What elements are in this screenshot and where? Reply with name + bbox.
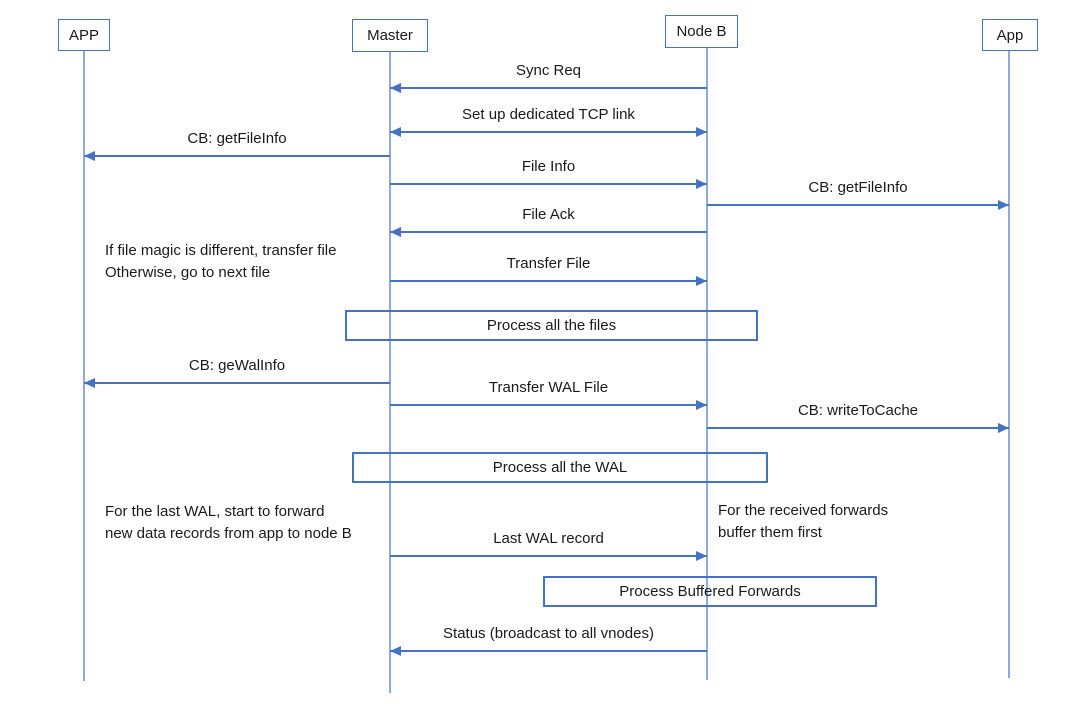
message-label: CB: geWalInfo (188, 357, 286, 374)
message-cb-writetocache: CB: writeToCache (707, 402, 1009, 432)
arrow-right-icon (390, 400, 707, 409)
process-box-buffered-forwards: Process Buffered Forwards (543, 576, 877, 607)
actor-label: APP (68, 26, 99, 44)
message-label: File Ack (522, 206, 575, 223)
message-label: Transfer WAL File (488, 379, 609, 396)
actor-box-master: Master (352, 19, 428, 52)
message-label: Transfer File (506, 255, 591, 272)
process-box-label: Process Buffered Forwards (619, 583, 801, 600)
lifeline-app-left (83, 51, 85, 681)
message-cb-getfileinfo-left: CB: getFileInfo (84, 130, 390, 160)
note-received-forwards: For the received forwards buffer them fi… (718, 500, 888, 544)
message-cb-gewalinfo: CB: geWalInfo (84, 357, 390, 387)
arrow-left-icon (390, 83, 707, 92)
arrow-left-icon (390, 646, 707, 655)
process-box-label: Process all the files (486, 317, 617, 334)
message-label: File Info (521, 158, 576, 175)
arrow-right-icon (707, 423, 1009, 432)
message-label: Sync Req (515, 62, 582, 79)
message-label: CB: getFileInfo (187, 130, 287, 147)
arrow-both-icon (390, 127, 707, 136)
arrow-left-icon (84, 378, 390, 387)
note-line: new data records from app to node B (105, 525, 352, 542)
actor-box-node-b: Node B (665, 15, 738, 48)
message-sync-req: Sync Req (390, 62, 707, 92)
process-box-all-wal: Process all the WAL (352, 452, 768, 483)
message-status-broadcast: Status (broadcast to all vnodes) (390, 625, 707, 655)
arrow-right-icon (390, 551, 707, 560)
message-label: Set up dedicated TCP link (462, 106, 635, 123)
process-box-all-files: Process all the files (345, 310, 758, 341)
message-setup-tcp-link: Set up dedicated TCP link (390, 106, 707, 136)
message-last-wal-record: Last WAL record (390, 530, 707, 560)
note-line: For the last WAL, start to forward (105, 503, 325, 520)
lifeline-node-b (706, 48, 708, 680)
arrow-right-icon (707, 200, 1009, 209)
arrow-left-icon (84, 151, 390, 160)
message-label: Status (broadcast to all vnodes) (443, 625, 654, 642)
note-line: If file magic is different, transfer fil… (105, 242, 337, 259)
lifeline-master (389, 52, 391, 693)
note-line: For the received forwards (718, 502, 889, 519)
actor-label: App (996, 26, 1024, 44)
message-label: Last WAL record (493, 530, 604, 547)
message-transfer-wal-file: Transfer WAL File (390, 379, 707, 409)
message-label: CB: getFileInfo (808, 179, 908, 196)
note-line: buffer them first (718, 524, 822, 541)
actor-label: Master (367, 27, 413, 44)
message-label: CB: writeToCache (797, 402, 919, 419)
message-file-info: File Info (390, 158, 707, 188)
note-file-magic: If file magic is different, transfer fil… (105, 240, 336, 284)
arrow-left-icon (390, 227, 707, 236)
message-cb-getfileinfo-right: CB: getFileInfo (707, 179, 1009, 209)
arrow-right-icon (390, 276, 707, 285)
message-file-ack: File Ack (390, 206, 707, 236)
note-last-wal-forward: For the last WAL, start to forward new d… (105, 501, 352, 545)
lifeline-app-right (1008, 51, 1010, 678)
arrow-right-icon (390, 179, 707, 188)
actor-box-app-right: App (982, 19, 1038, 51)
actor-label: Node B (676, 23, 727, 40)
note-line: Otherwise, go to next file (105, 264, 271, 281)
message-transfer-file: Transfer File (390, 255, 707, 285)
actor-box-app-left: APP (58, 19, 110, 51)
process-box-label: Process all the WAL (492, 459, 628, 476)
